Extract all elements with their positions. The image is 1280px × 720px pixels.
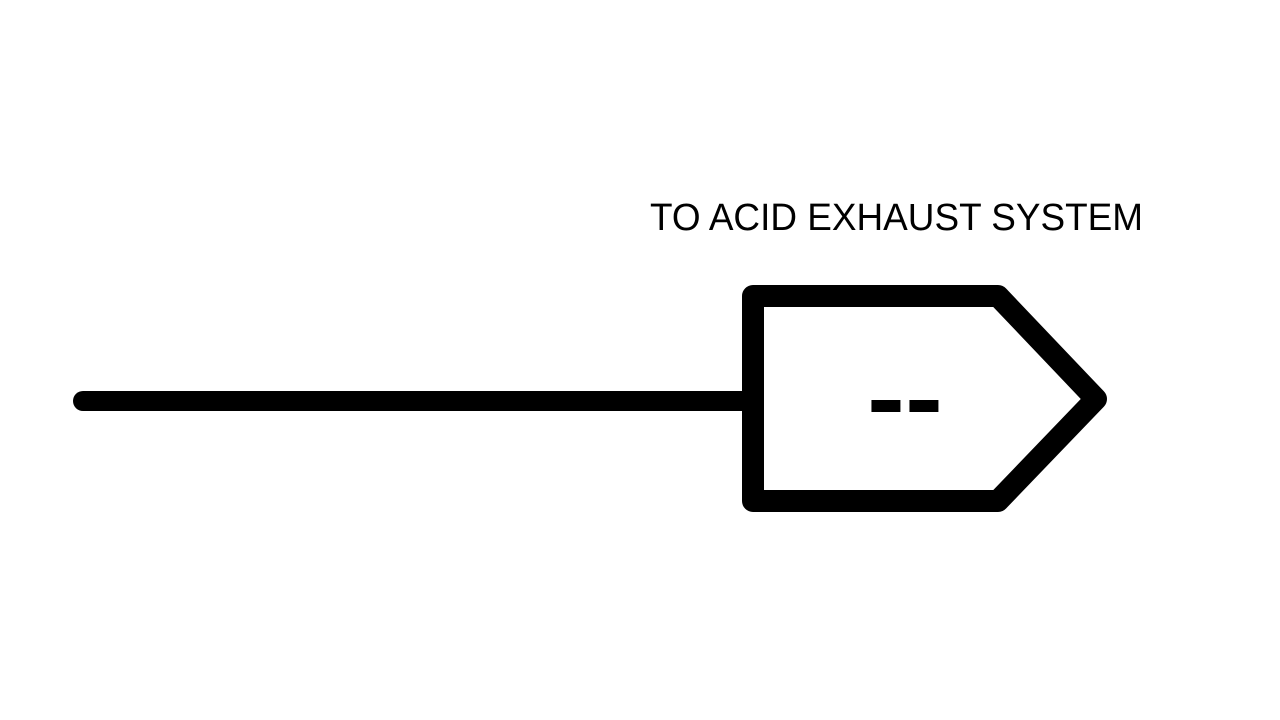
destination-label: TO ACID EXHAUST SYSTEM	[650, 197, 1143, 239]
connector-code: --	[867, 342, 943, 454]
off-page-connector-shape	[742, 285, 1107, 512]
